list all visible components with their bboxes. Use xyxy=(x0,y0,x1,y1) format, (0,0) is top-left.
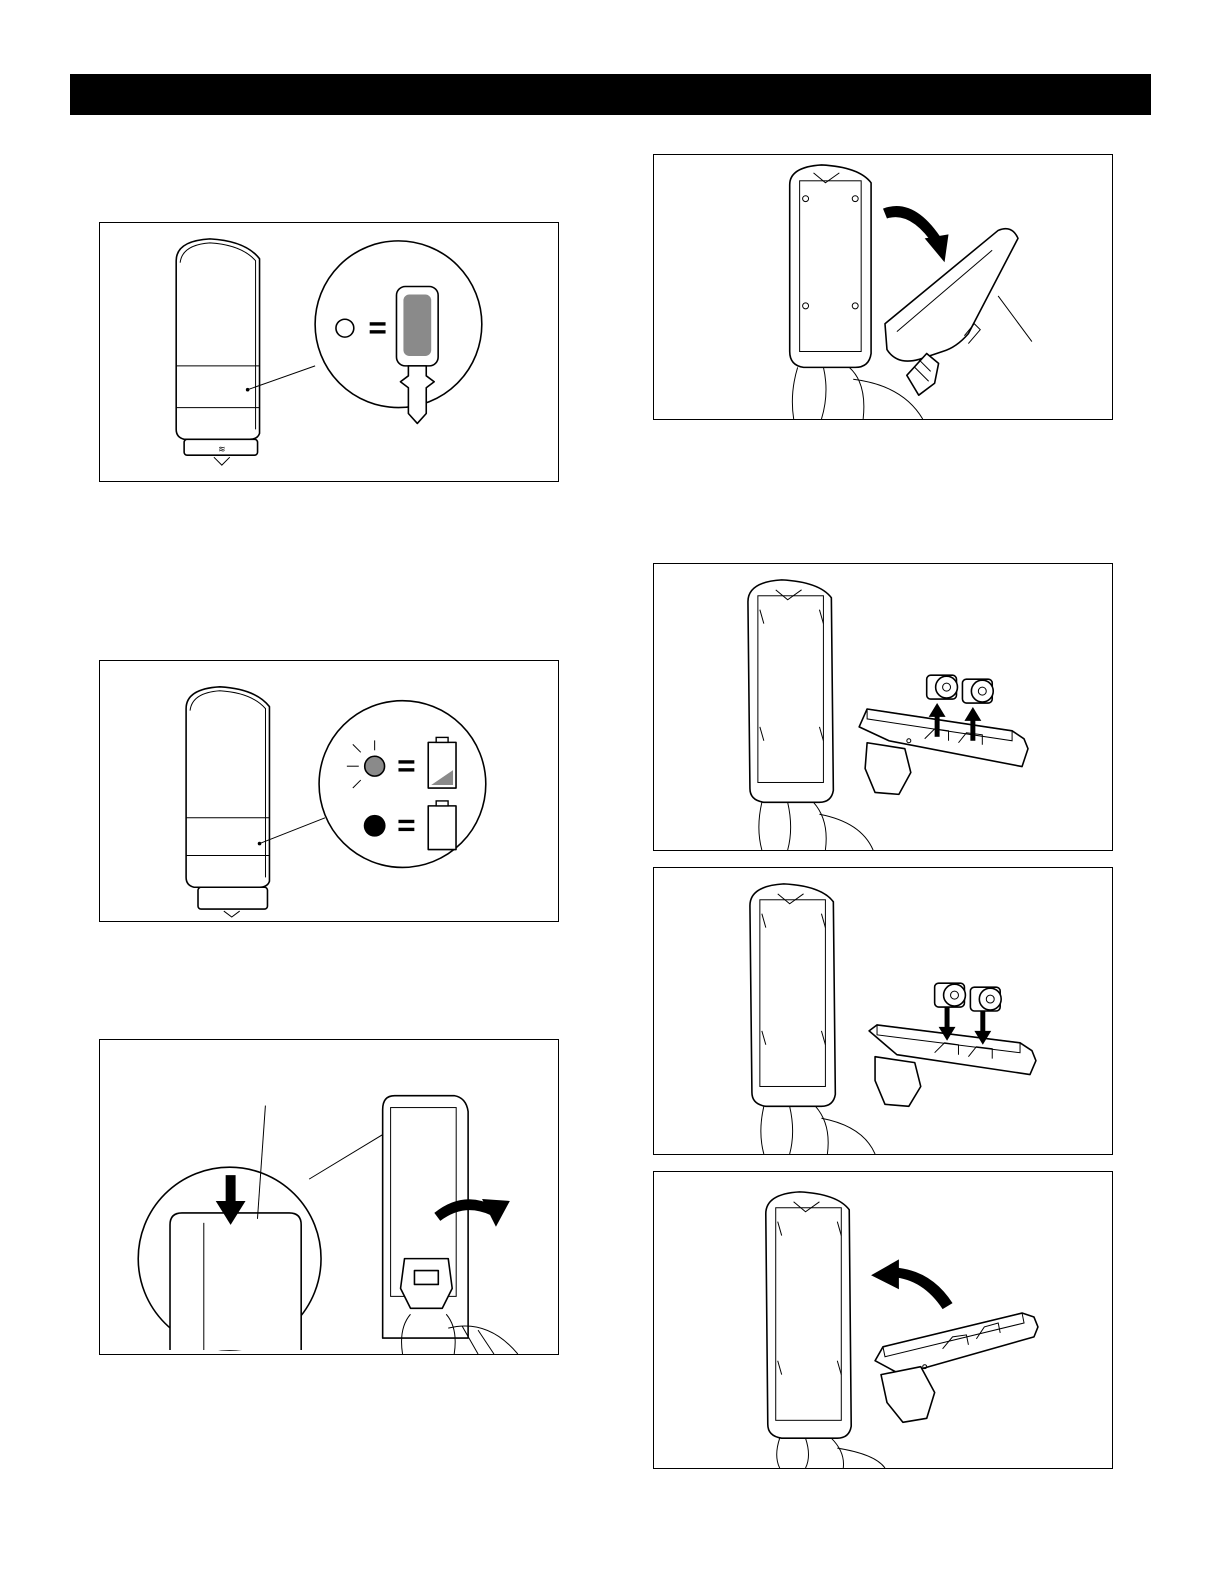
svg-text:≋: ≋ xyxy=(218,445,225,455)
dispenser-open-icon xyxy=(748,580,873,850)
figure-remove-batteries xyxy=(653,563,1113,851)
battery-tray-icon xyxy=(859,709,1028,794)
refill-bottle-icon xyxy=(396,287,438,424)
battery-low-icon xyxy=(428,737,456,788)
battery-tray-icon xyxy=(885,229,1018,396)
led-solid-icon xyxy=(364,815,386,837)
figure-insert-batteries xyxy=(653,867,1113,1155)
dispenser-open-icon xyxy=(750,884,875,1154)
figure-reinstall-battery-tray xyxy=(653,1171,1113,1469)
dispenser-open-icon xyxy=(790,165,923,419)
curved-arrow-icon xyxy=(883,206,949,262)
equals-icon xyxy=(370,322,386,333)
battery-tray-icon xyxy=(869,1025,1036,1106)
dispenser-open-icon xyxy=(383,1096,518,1354)
figure-battery-indicator xyxy=(99,660,559,922)
battery-icon xyxy=(935,983,1002,1011)
figure-remove-battery-tray xyxy=(653,154,1113,420)
figure-open-cover xyxy=(99,1039,559,1355)
dispenser-front-icon: ≋ xyxy=(176,239,259,465)
led-off-icon xyxy=(336,319,354,337)
figure-refill-indicator: ≋ xyxy=(99,222,559,482)
dispenser-open-icon xyxy=(766,1192,885,1468)
led-blinking-icon xyxy=(347,740,385,788)
dispenser-front-icon xyxy=(186,687,269,917)
battery-icon xyxy=(927,675,994,703)
battery-empty-icon xyxy=(428,801,456,850)
battery-tray-icon xyxy=(875,1313,1038,1422)
header-bar xyxy=(70,74,1151,115)
curved-arrow-icon xyxy=(871,1259,952,1309)
